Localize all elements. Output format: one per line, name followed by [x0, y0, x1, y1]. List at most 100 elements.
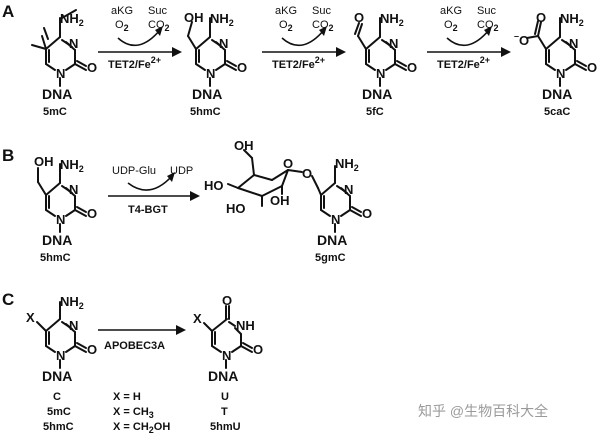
enzyme-t4-bgt: T4-BGT [128, 204, 168, 216]
product-suc: Suc [148, 5, 167, 17]
hydroxyl-label: OH [34, 154, 54, 169]
left-label-5mc: 5mC [47, 406, 71, 418]
compound-name-5cac: 5caC [544, 106, 570, 118]
reaction-arrow-1: aKG O2 Suc CO2 TET2/Fe2+ [98, 5, 182, 71]
reagent-akg: aKG [440, 5, 462, 17]
oxygen-label: O [87, 342, 97, 357]
right-label-5hmu: 5hmU [210, 421, 241, 433]
compound-name-5hmc: 5hmC [40, 252, 71, 264]
right-label-t: T [221, 406, 228, 418]
amine-label: NH2 [60, 11, 84, 28]
product-co2: CO2 [148, 19, 170, 33]
molecule-5hmc: OH NH2 N N O DNA 5hmC [184, 10, 247, 118]
dna-label: DNA [317, 232, 347, 248]
right-label-u: U [221, 391, 229, 403]
aldehyde-oxygen-label: O [354, 10, 364, 25]
dna-label: DNA [208, 368, 238, 384]
ring-nitrogen-label: N [569, 36, 578, 51]
ring-nitrogen-label: N [556, 66, 565, 81]
ring-nitrogen-label: N [376, 66, 385, 81]
panel-label-b: B [2, 146, 14, 165]
reagent-o2: O2 [115, 19, 129, 33]
reagent-akg: aKG [275, 5, 297, 17]
enzyme-tet2: TET2/Fe2+ [108, 55, 161, 71]
left-label-c: C [53, 391, 61, 403]
compound-name-5gmc: 5gmC [315, 252, 346, 264]
reaction-arrow-b: UDP-Glu UDP T4-BGT [108, 165, 200, 216]
ring-nitrogen-label: N [206, 66, 215, 81]
carbonyl-oxygen-label: O [536, 10, 546, 25]
hydroxyl-label: OH [270, 193, 290, 208]
dna-label: DNA [542, 86, 572, 102]
hydroxyl-label: HO [226, 201, 246, 216]
oxygen-label: O [407, 60, 417, 75]
enzyme-tet2: TET2/Fe2+ [272, 55, 325, 71]
ring-nitrogen-label: N [56, 212, 65, 227]
enzyme-apobec3a: APOBEC3A [104, 340, 165, 352]
hydroxyl-label: OH [184, 10, 204, 25]
hydroxyl-label: HO [204, 178, 224, 193]
ring-nitrogen-label: N [219, 36, 228, 51]
oxygen-label: O [253, 342, 263, 357]
reagent-o2: O2 [444, 19, 458, 33]
x-def-ch2oh: X = CH2OH [113, 421, 170, 435]
amine-label: NH2 [60, 294, 84, 311]
oxygen-label: O [87, 206, 97, 221]
oxygen-label: O [237, 60, 247, 75]
ring-nitrogen-label: N [56, 348, 65, 363]
hydroxyl-label: OH [234, 138, 254, 153]
amine-label: NH2 [60, 157, 84, 174]
x-def-h: X = H [113, 391, 141, 403]
dna-label: DNA [42, 232, 72, 248]
reaction-arrow-c: APOBEC3A [98, 325, 186, 352]
amine-label: NH2 [380, 11, 404, 28]
dna-label: DNA [42, 86, 72, 102]
panel-label-a: A [2, 2, 14, 21]
molecule-5cac: O –O NH2 N N O DNA 5caC [514, 10, 597, 118]
product-suc: Suc [312, 5, 331, 17]
product-co2: CO2 [312, 19, 334, 33]
amine-label: NH2 [210, 11, 234, 28]
compound-name-5mc: 5mC [43, 106, 67, 118]
oxygen-label: O [87, 60, 97, 75]
ring-nitrogen-label: N [344, 182, 353, 197]
molecule-cytosine-x: X NH2 N N O DNA [26, 294, 97, 384]
reagent-udp-glu: UDP-Glu [112, 165, 156, 177]
ring-nitrogen-label: N [331, 212, 340, 227]
molecule-5gmc: OH O O HO HO OH NH2 N N O DNA 5gmC [204, 138, 372, 264]
reagent-o2: O2 [279, 19, 293, 33]
panel-label-c: C [2, 290, 14, 309]
product-co2: CO2 [477, 19, 499, 33]
dna-label: DNA [362, 86, 392, 102]
molecule-5mc: NH2 N N O DNA 5mC [31, 9, 97, 118]
left-label-5hmc: 5hmC [43, 421, 74, 433]
molecule-uracil-x: X O NH N O DNA [193, 293, 263, 384]
reaction-arrow-2: aKG O2 Suc CO2 TET2/Fe2+ [262, 5, 346, 71]
carbonyl-oxygen-label: O [222, 293, 232, 308]
product-udp: UDP [170, 165, 193, 177]
product-suc: Suc [477, 5, 496, 17]
reagent-akg: aKG [111, 5, 133, 17]
x-substituent-label: X [26, 310, 35, 325]
substituent-table: C 5mC 5hmC X = H X = CH3 X = CH2OH U T 5… [43, 391, 241, 435]
dna-label: DNA [42, 368, 72, 384]
compound-name-5fc: 5fC [366, 106, 384, 118]
enzyme-tet2: TET2/Fe2+ [437, 55, 490, 71]
x-def-ch3: X = CH3 [113, 406, 154, 420]
amine-label: NH2 [560, 11, 584, 28]
ring-nitrogen-label: N [222, 348, 231, 363]
dna-label: DNA [192, 86, 222, 102]
ring-nitrogen-label: N [69, 318, 78, 333]
oxygen-label: O [362, 206, 372, 221]
watermark-text: 知乎 @生物百科大全 [418, 403, 548, 419]
ring-nitrogen-label: N [69, 182, 78, 197]
carboxylate-oxygen-label: –O [514, 31, 529, 48]
glycosidic-oxygen-label: O [302, 166, 312, 181]
ring-nitrogen-label: N [56, 66, 65, 81]
ring-nitrogen-label: N [69, 36, 78, 51]
amine-label: NH2 [335, 156, 359, 173]
oxygen-label: O [587, 60, 597, 75]
x-substituent-label: X [193, 311, 202, 326]
